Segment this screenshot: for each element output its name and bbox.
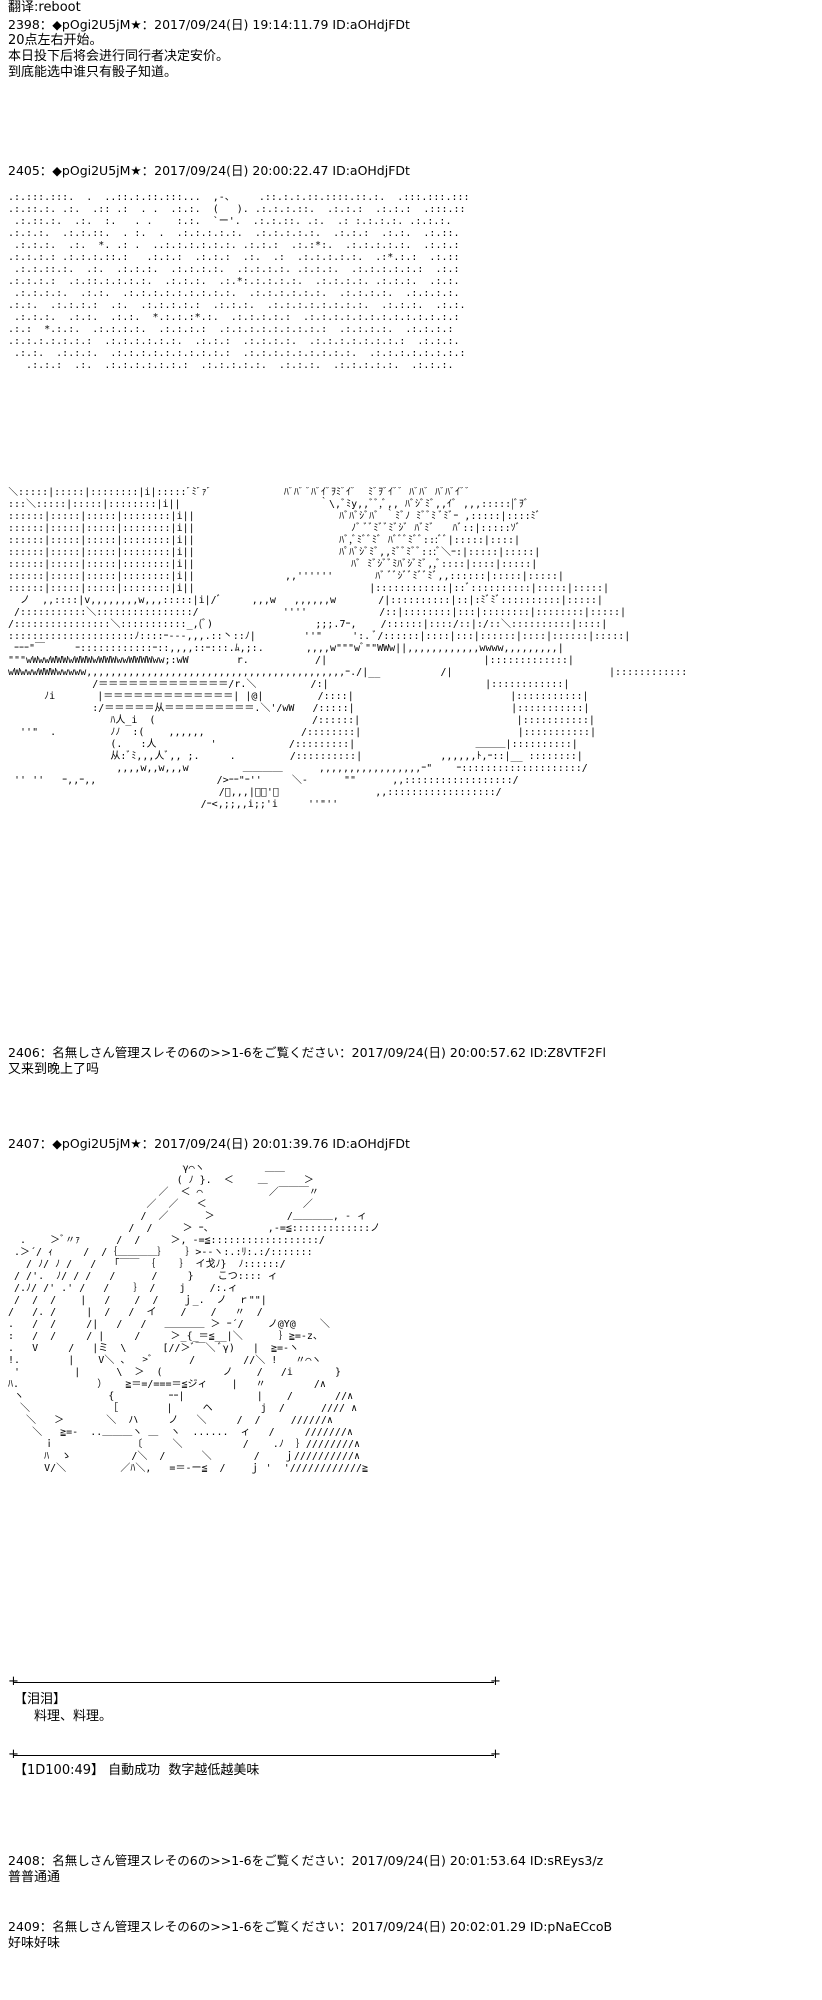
post-line: 本日投下后将会进行同行者决定安价。 bbox=[8, 49, 230, 64]
post-header-2405: 2405：◆pOgi2U5jM★：2017/09/24(日) 20:00:22.… bbox=[8, 163, 410, 178]
post-line: 20点左右开始。 bbox=[8, 33, 103, 48]
box-rule-top bbox=[14, 1682, 494, 1683]
post-header-2408: 2408：名無しさん管理スレその6の>>1-6をご覧ください：2017/09/2… bbox=[8, 1853, 604, 1868]
post-header-2409: 2409：名無しさん管理スレその6の>>1-6をご覧ください：2017/09/2… bbox=[8, 1919, 613, 1934]
post-header-2406: 2406：名無しさん管理スレその6の>>1-6をご覧ください：2017/09/2… bbox=[8, 1045, 606, 1060]
post-line: 普普通通 bbox=[8, 1870, 61, 1885]
translator-credit: 翻译:reboot bbox=[8, 0, 81, 15]
post-header-2398: 2398：◆pOgi2U5jM★：2017/09/24(日) 19:14:11.… bbox=[8, 17, 410, 32]
rule-endpoint-left: + bbox=[8, 1747, 19, 1762]
rule-endpoint-right: + bbox=[490, 1674, 501, 1689]
post-line: 到底能选中谁只有骰子知道。 bbox=[8, 65, 178, 80]
dice-result: 【1D100:49】 自動成功 数字越低越美味 bbox=[14, 1763, 260, 1778]
ascii-art-night-sky: .:.:::.:::. . ..::.:.::.:::... ,-、 .::.:… bbox=[8, 192, 470, 371]
ascii-art-character: γ⌒ヽ ＿＿ ( ﾉ }. ＜ ＿ ＞ ／ ＜ ⌒ ／￣￣￣〃 ／ ／ ＜ ／ … bbox=[8, 1163, 381, 1474]
box-text: 料理、料理。 bbox=[34, 1709, 113, 1724]
ascii-art-village-scene: ＼:::::|:::::|::::::::|i|:::::ﾞﾐﾞｧﾞ ﾊﾞﾊﾞ … bbox=[8, 487, 688, 810]
post-line: 好味好味 bbox=[8, 1936, 61, 1951]
post-header-2407: 2407：◆pOgi2U5jM★：2017/09/24(日) 20:01:39.… bbox=[8, 1136, 410, 1151]
box-rule-middle bbox=[14, 1755, 494, 1756]
rule-endpoint-right: + bbox=[490, 1747, 501, 1762]
box-label: 【泪泪】 bbox=[14, 1692, 67, 1707]
post-line: 又来到晚上了吗 bbox=[8, 1062, 100, 1077]
rule-endpoint-left: + bbox=[8, 1674, 19, 1689]
